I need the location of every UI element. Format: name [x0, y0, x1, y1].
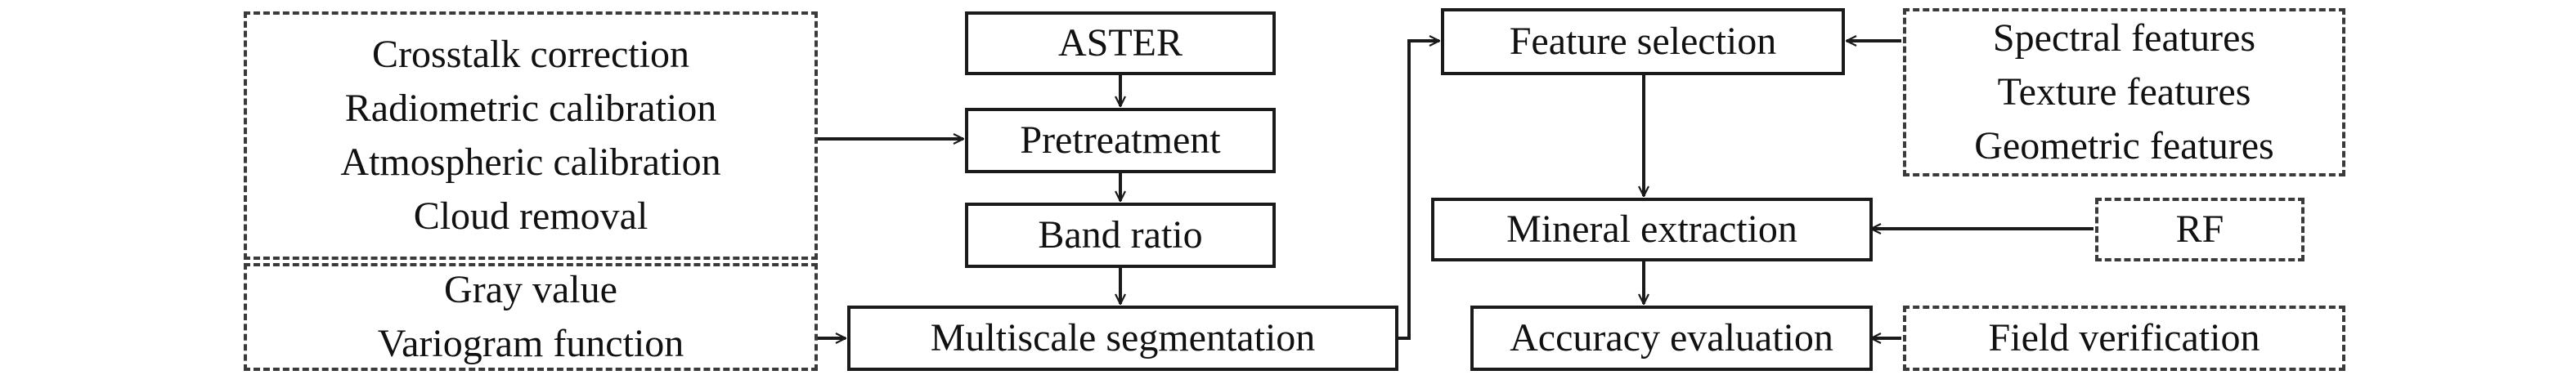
preprocessing-step: Crosstalk correction — [372, 33, 689, 76]
mineral-extraction-box: Mineral extraction — [1431, 198, 1873, 261]
rf-label: RF — [2175, 208, 2224, 251]
accuracy-evaluation-label: Accuracy evaluation — [1510, 316, 1833, 359]
preprocessing-step: Radiometric calibration — [344, 87, 717, 130]
preprocessing-steps-box: Crosstalk correction Radiometric calibra… — [244, 11, 818, 260]
segmentation-input: Variogram function — [377, 322, 684, 365]
preprocessing-step: Cloud removal — [413, 194, 648, 238]
feature-types-box: Spectral features Texture features Geome… — [1903, 8, 2345, 176]
preprocessing-step: Atmospheric calibration — [340, 141, 721, 184]
feature-selection-label: Feature selection — [1509, 20, 1777, 63]
aster-label: ASTER — [1057, 21, 1183, 65]
arrow-segmentation-to-feature-selection — [1398, 41, 1439, 340]
mineral-extraction-label: Mineral extraction — [1506, 208, 1797, 251]
pretreatment-label: Pretreatment — [1020, 118, 1221, 162]
segmentation-input: Gray value — [444, 268, 617, 311]
feature-type: Spectral features — [1992, 16, 2256, 60]
feature-selection-box: Feature selection — [1441, 8, 1845, 75]
accuracy-evaluation-box: Accuracy evaluation — [1470, 306, 1873, 371]
segmentation-label: Multiscale segmentation — [930, 316, 1316, 359]
band-ratio-label: Band ratio — [1038, 213, 1203, 257]
field-verification-box: Field verification — [1903, 306, 2345, 371]
segmentation-inputs-box: Gray value Variogram function — [244, 263, 818, 371]
pretreatment-box: Pretreatment — [965, 108, 1276, 173]
segmentation-box: Multiscale segmentation — [847, 306, 1398, 371]
feature-type: Geometric features — [1974, 124, 2274, 167]
aster-box: ASTER — [965, 11, 1276, 75]
field-verification-label: Field verification — [1988, 316, 2260, 359]
rf-box: RF — [2095, 198, 2304, 261]
band-ratio-box: Band ratio — [965, 203, 1276, 268]
feature-type: Texture features — [1997, 70, 2251, 114]
